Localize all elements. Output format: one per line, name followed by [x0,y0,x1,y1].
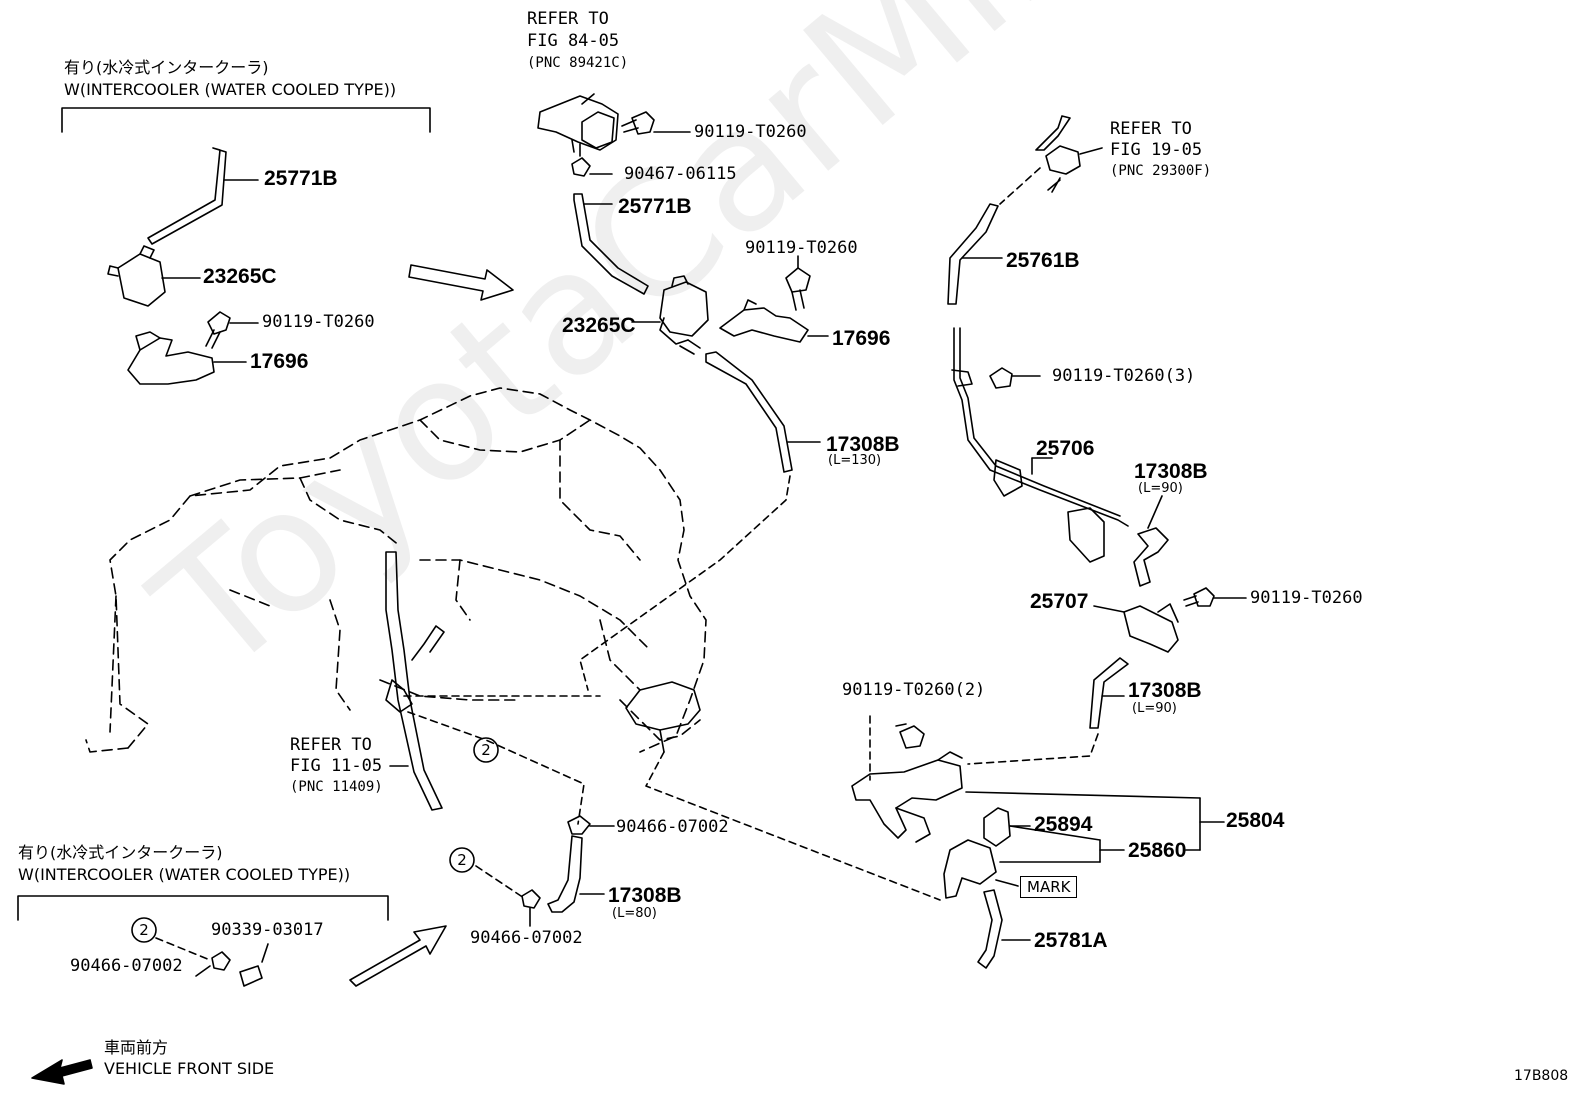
length-l90-upper: (L=90) [1138,481,1183,496]
sensor-25894 [983,807,1011,847]
label-25706: 25706 [1036,437,1095,460]
label-25860: 25860 [1128,839,1187,862]
label-25771b-centre: 25771B [618,195,692,218]
pipe-25706 [953,327,1129,527]
circle-2-c: 2 [139,921,149,939]
note-bottom-left-jp: 有り(水冷式インタークーラ) [18,843,223,862]
hose-25761b [947,203,999,305]
label-17696-top-left: 17696 [250,350,309,373]
label-23265c-top-left: 23265C [203,265,277,288]
label-90119-2: 90119-T0260(2) [842,680,986,700]
vsv-25860 [943,839,997,899]
note-top-left-jp: 有り(水冷式インタークーラ) [64,58,269,77]
bracket-25707 [1123,605,1179,653]
label-25771b-top-left: 25771B [264,167,338,190]
tl-bolt [207,311,231,335]
ref-fig19-line2: FIG 19-05 [1110,140,1203,160]
hose-17308b-l80 [547,835,583,913]
hose-17308b-lower [1089,657,1129,729]
length-l90-lower: (L=90) [1132,701,1177,716]
engine-outline [85,387,707,753]
circle-2-a: 2 [481,741,491,759]
front-arrow [31,1059,93,1085]
label-90119-centre: 90119-T0260 [745,238,858,258]
label-17308b-l90-upper: 17308B [1134,460,1208,483]
bottom-left-variant-bracket [17,895,389,921]
pressure-sensor [537,95,619,151]
ref-fig84-line1: REFER TO [527,9,609,29]
c-hose-25771b [573,193,649,295]
hose-17308b-upper [1133,527,1169,587]
label-17696-centre: 17696 [832,327,891,350]
label-90467: 90467-06115 [624,164,737,184]
label-17308b-l80: 17308B [608,884,682,907]
note-front-jp: 車両前方 [104,1038,169,1057]
label-25781a: 25781A [1034,929,1108,952]
label-17308b-l130: 17308B [826,433,900,456]
ref-fig11-line1: REFER TO [290,735,372,755]
figure-code: 17B808 [1514,1068,1569,1084]
circle-2-b: 2 [457,851,467,869]
label-90119-top: 90119-T0260 [694,122,807,142]
ref-fig19-line3: (PNC 29300F) [1110,163,1212,179]
note-bottom-left-en: W(INTERCOOLER (WATER COOLED TYPE)) [18,865,351,884]
note-top-left-en: W(INTERCOOLER (WATER COOLED TYPE)) [64,80,397,99]
note-front-en: VEHICLE FRONT SIDE [104,1059,275,1078]
tl-vsv-23265c [117,253,166,307]
tl-bracket-17696 [127,337,215,385]
label-90119-right: 90119-T0260 [1250,588,1363,608]
c-hose-17308b [705,351,793,473]
fig19-part [1035,115,1071,151]
ref-fig19-line1: REFER TO [1110,119,1192,139]
label-17308b-l90-lower: 17308B [1128,679,1202,702]
label-25894: 25894 [1034,813,1093,836]
top-left-variant-bracket [61,107,431,133]
label-90466-bottom-left: 90466-07002 [70,956,183,976]
ref-fig11-line3: (PNC 11409) [290,779,383,795]
arrow-right [408,264,514,301]
mark-label: MARK [1020,876,1078,898]
tl-hose-25771b [147,147,227,245]
ref-fig84-line2: FIG 84-05 [527,31,620,51]
length-l130: (L=130) [828,453,882,468]
label-25804: 25804 [1226,809,1285,832]
chamber [625,681,701,731]
hose-25781a [977,889,1003,969]
label-25761b: 25761B [1006,249,1080,272]
ref-fig11-line2: FIG 11-05 [290,756,383,776]
label-90339: 90339-03017 [211,920,324,940]
ref-fig84-line3: (PNC 89421C) [527,55,629,71]
label-23265c-centre: 23265C [562,314,636,337]
arrow-up-right [349,925,447,987]
length-l80: (L=80) [612,906,657,921]
dipstick-guide [385,551,443,811]
label-25707: 25707 [1030,590,1089,613]
label-90119-3: 90119-T0260(3) [1052,366,1196,386]
label-90466-upper: 90466-07002 [616,817,729,837]
c-bracket-17696 [719,307,809,343]
c-vsv-23265c [659,281,709,337]
assy-25804 [851,759,963,839]
label-90466-lower: 90466-07002 [470,928,583,948]
label-90119-top-left: 90119-T0260 [262,312,375,332]
